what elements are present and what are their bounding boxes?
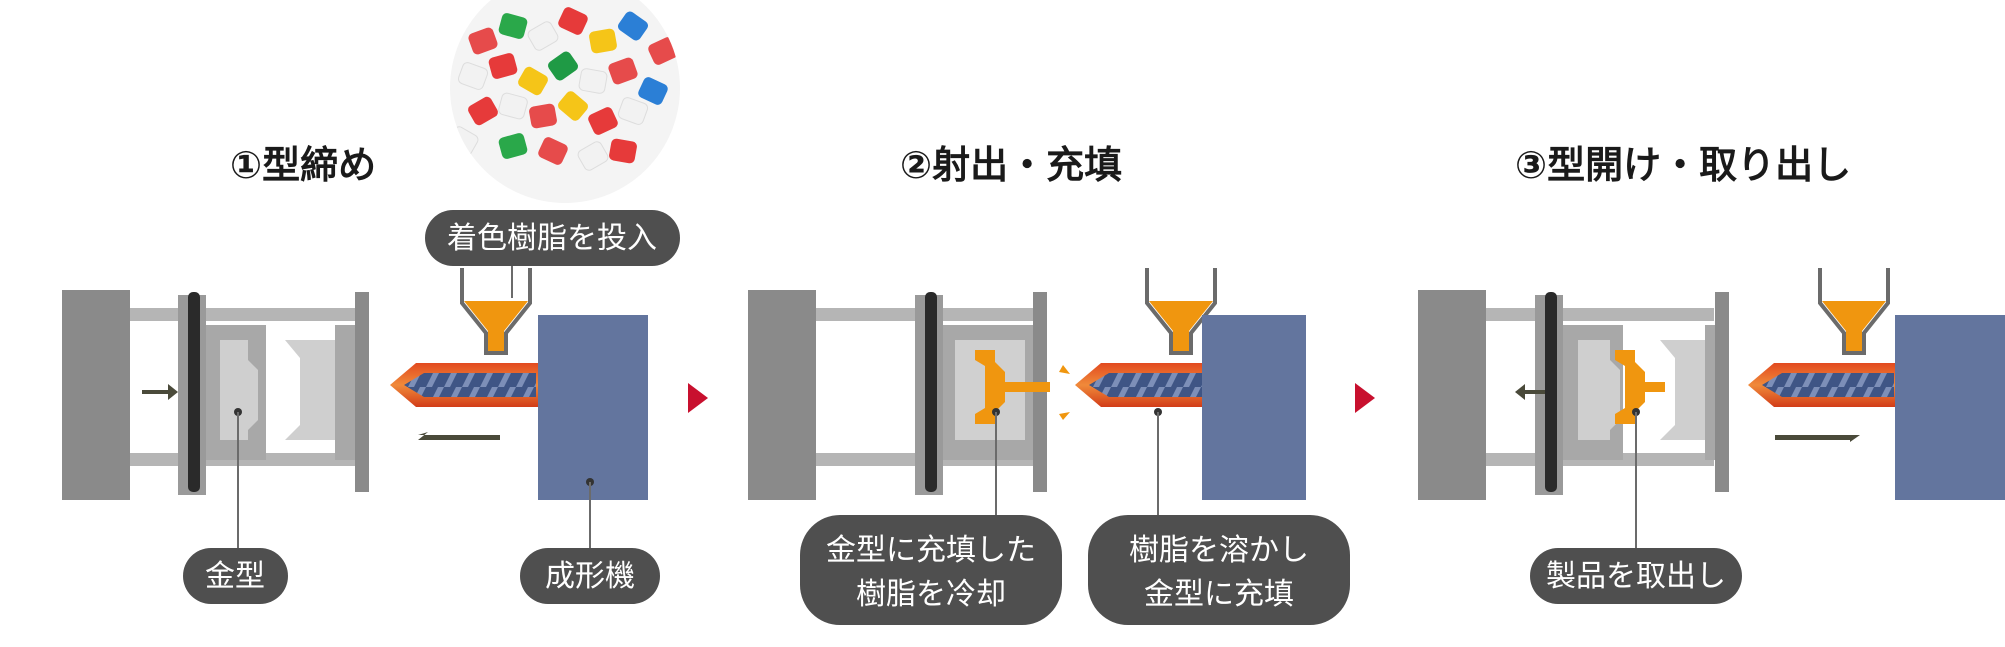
svg-text:樹脂を溶かし: 樹脂を溶かし [1129,533,1309,568]
machine-label: 成形機 [520,548,660,604]
svg-text:着色樹脂を投入: 着色樹脂を投入 [447,221,657,256]
move-arrow-icon [1515,384,1545,400]
svg-text:金型: 金型 [205,559,265,594]
step3-title: ③型開け・取り出し [1515,143,1851,187]
cooling-label: 金型に充填した 樹脂を冷却 [800,515,1062,625]
mold-label: 金型 [183,548,288,604]
svg-text:製品を取出し: 製品を取出し [1546,559,1726,594]
step-arrow-icon [688,383,708,413]
step1-title: ①型締め [230,143,376,187]
flow-spark-icon [1059,365,1070,374]
move-arrow-icon [418,432,500,440]
svg-text:金型に充填: 金型に充填 [1144,577,1294,612]
svg-text:成形機: 成形機 [545,559,635,594]
step3-machine [1418,266,2005,552]
svg-text:金型に充填した: 金型に充填した [826,533,1036,568]
flow-spark-icon [1059,412,1070,420]
step-arrow-icon [1355,383,1375,413]
remove-label: 製品を取出し [1530,548,1742,604]
step2-title: ②射出・充填 [900,143,1122,187]
resin-pellets-photo [450,0,680,203]
melt-fill-label: 樹脂を溶かし 金型に充填 [1088,515,1350,625]
move-arrow-icon [142,384,178,400]
move-arrow-icon [1775,435,1860,442]
step2-machine [748,266,1306,520]
step1-machine [62,266,648,552]
resin-input-label: 着色樹脂を投入 [425,210,680,298]
svg-text:樹脂を冷却: 樹脂を冷却 [856,577,1006,612]
